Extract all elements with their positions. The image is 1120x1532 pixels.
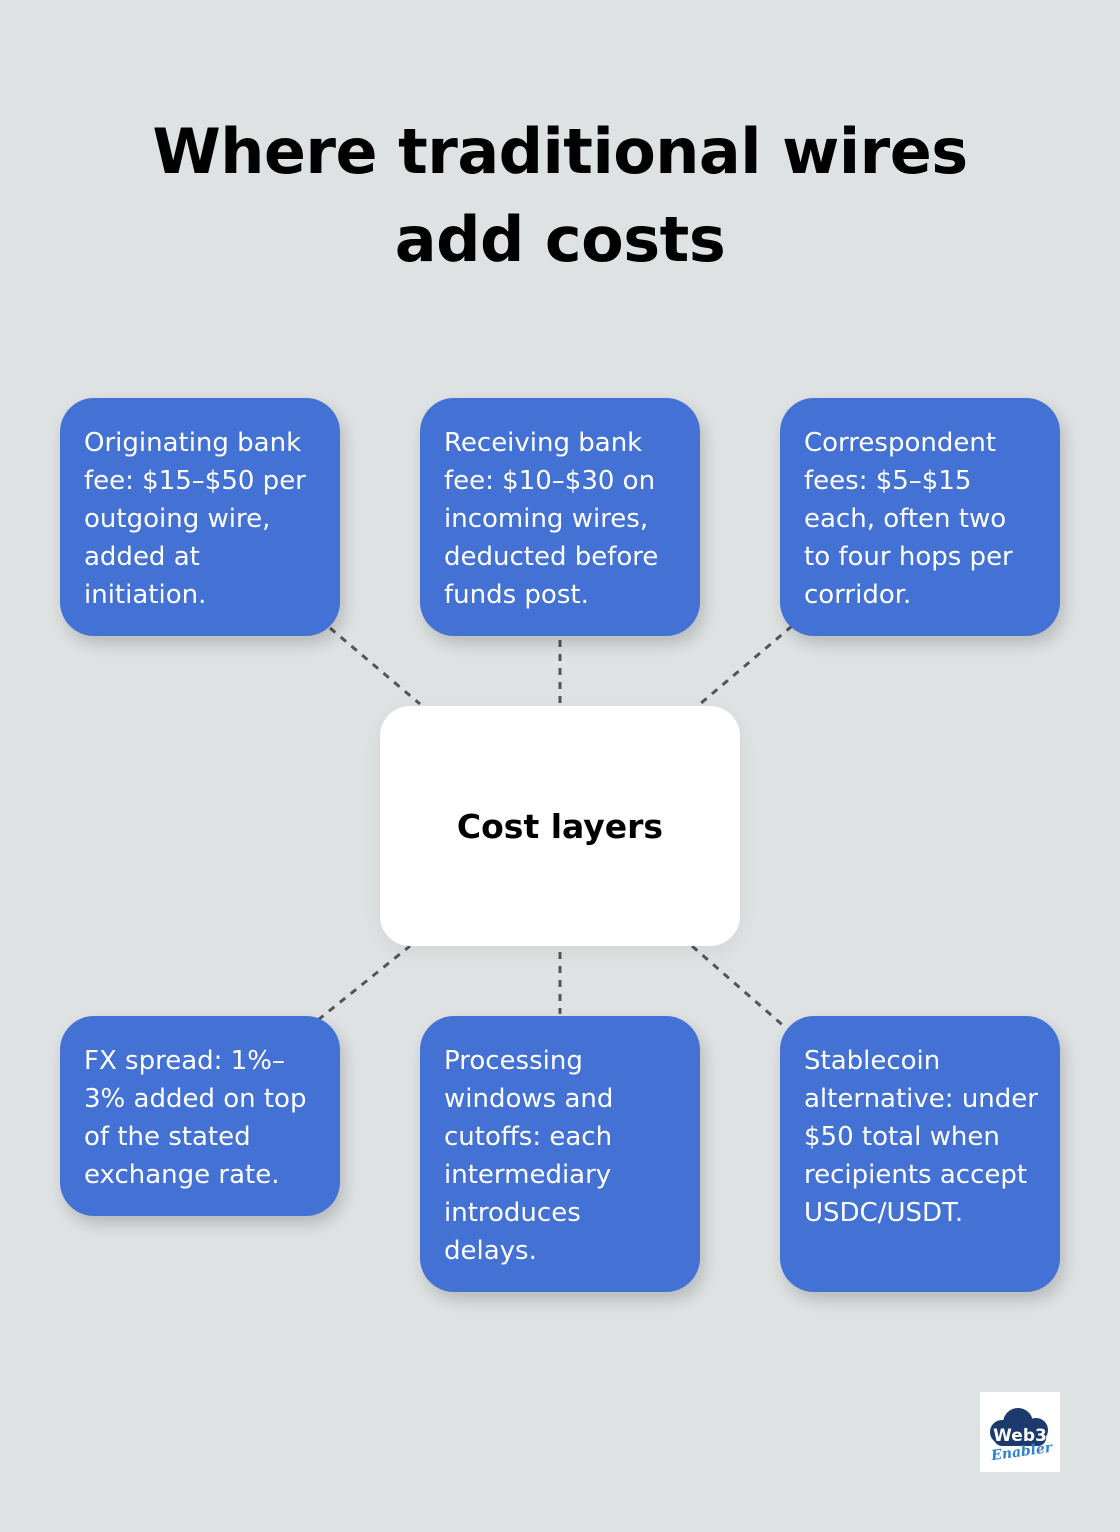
connector-fx (317, 944, 411, 1022)
connector-correspondent (699, 624, 793, 706)
node-correspondent-fees: Correspondent fees: $5–$15 each, often t… (780, 398, 1060, 636)
node-text: FX spread: 1%–3% added on top of the sta… (84, 1046, 307, 1190)
connector-stablecoin (691, 944, 787, 1030)
node-processing-windows: Processing windows and cutoffs: each int… (420, 1016, 700, 1292)
node-text: Stablecoin alternative: under $50 total … (804, 1046, 1038, 1228)
node-originating-bank-fee: Originating bank fee: $15–$50 per outgoi… (60, 398, 340, 636)
logo-word-primary: Web3 (993, 1426, 1047, 1446)
page-title: Where traditional wires add costs (152, 115, 968, 276)
connector-originating (329, 626, 421, 706)
node-receiving-bank-fee: Receiving bank fee: $10–$30 on incoming … (420, 398, 700, 636)
brand-logo: Web3 Enabler (980, 1392, 1060, 1472)
node-text: Correspondent fees: $5–$15 each, often t… (804, 428, 1013, 610)
node-fx-spread: FX spread: 1%–3% added on top of the sta… (60, 1016, 340, 1216)
node-text: Processing windows and cutoffs: each int… (444, 1046, 614, 1266)
node-text: Receiving bank fee: $10–$30 on incoming … (444, 428, 659, 610)
center-node-cost-layers: Cost layers (380, 706, 740, 946)
cloud-logo-icon: Web3 Enabler (989, 1408, 1055, 1464)
node-stablecoin-alternative: Stablecoin alternative: under $50 total … (780, 1016, 1060, 1292)
center-label: Cost layers (456, 806, 664, 846)
node-text: Originating bank fee: $15–$50 per outgoi… (84, 428, 306, 610)
